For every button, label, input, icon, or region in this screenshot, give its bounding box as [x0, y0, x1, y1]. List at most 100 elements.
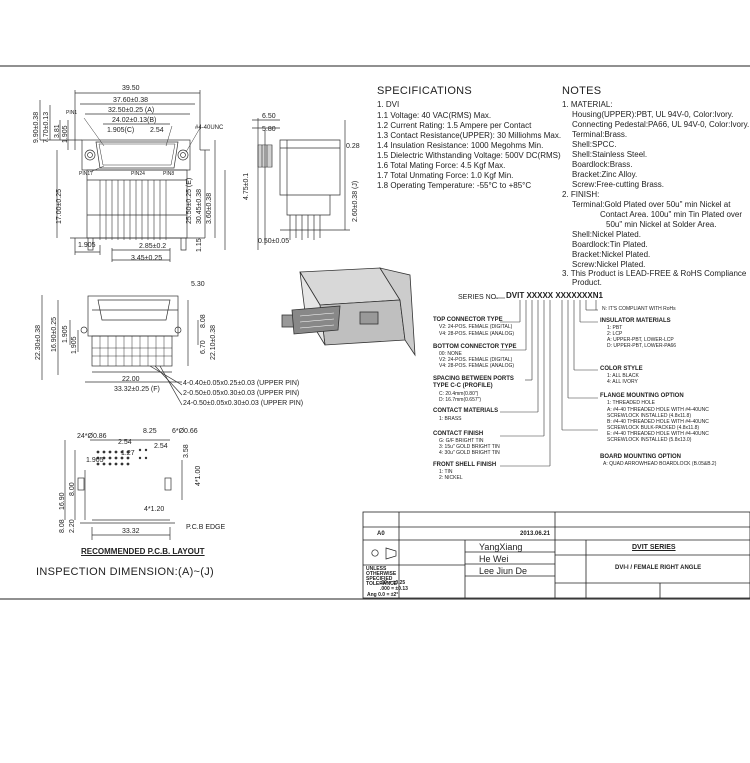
side-dim-6: 0.50±0.05 — [258, 238, 290, 245]
title-rev: A0 — [377, 531, 385, 537]
note-line: Contact Area. 100u" min Tin Plated over — [600, 210, 743, 219]
spec-line: 1.3 Contact Resistance(UPPER): 30 Millio… — [377, 131, 562, 140]
group-option: V4: 28-POS. FEMALE (ANALOG) — [439, 331, 515, 337]
group-title-bottom-connector: BOTTOM CONNECTOR TYPE — [433, 344, 517, 350]
note-line: Shell:SPCC. — [572, 140, 617, 149]
group-option: A: #4-40 THREADED HOLE WITH #4-40UNC SCR… — [607, 407, 709, 419]
note-line: Terminal:Gold Plated over 50u" min Nicke… — [572, 200, 731, 209]
dim-hole-spacing: 2.54 — [150, 127, 164, 134]
note-line: 50u" min Nickel at Solder Area. — [606, 220, 717, 229]
group-title-contact-materials: CONTACT MATERIALS — [433, 408, 499, 414]
group-title-spacing: SPACING BETWEEN PORTS TYPE C-C (PROFILE) — [433, 376, 514, 389]
pcb-dim-10: 16.90 — [59, 492, 66, 510]
note-line: Terminal:Brass. — [572, 130, 628, 139]
side-dim-5: 2.60±0.38 (J) — [352, 180, 359, 222]
group-title-top-connector: TOP CONNECTOR TYPE — [433, 317, 503, 323]
title-tol-2: .000 = ±0.13 — [380, 586, 408, 592]
front-right-2: 22.10±0.38 — [210, 325, 217, 360]
side-dim-2: 5.80 — [262, 126, 276, 133]
pcb-layout-title: RECOMMENDED P.C.B. LAYOUT — [81, 547, 205, 556]
title-date: 2013.06.21 — [520, 531, 551, 537]
group-option: 00: NONE — [439, 351, 462, 357]
note-line: Boardlock:Tin Plated. — [572, 240, 648, 249]
front-pins-1: 4-0.40±0.05x0.25±0.03 (UPPER PIN) — [183, 380, 300, 387]
dim-right-v2: 30.45±0.38 — [196, 189, 203, 224]
note-line: 1. MATERIAL: — [562, 100, 613, 109]
pcb-dim-5: 1.27 — [121, 450, 135, 457]
title-tol-1: .00 = ±0.25 — [380, 580, 406, 586]
dim-left-v1: 9.90±0.38 — [33, 111, 40, 143]
dim-flange-width: 37.60±0.38 — [113, 97, 148, 104]
title-approved: Lee Jiun De — [479, 566, 528, 576]
note-line: Bracket:Nickel Plated. — [572, 250, 651, 259]
dim-screw-span: 32.50±0.25 (A) — [108, 107, 155, 114]
spec-line: 1.4 Insulation Resistance: 1000 Megohms … — [377, 141, 544, 150]
note-line: Connecting Pedestal:PA66, UL 94V-0, Colo… — [572, 120, 750, 129]
group-option: V4: 28-POS. FEMALE (ANALOG) — [439, 363, 515, 369]
spec-line: 1. DVI — [377, 100, 400, 109]
spec-line: 1.1 Voltage: 40 VAC(RMS) Max. — [377, 111, 492, 120]
pcb-dim-4: 2.54 — [118, 439, 132, 446]
title-tolerance-header: UNLESS OTHERWISE SPECIFIED TOLERANCE — [366, 566, 398, 587]
side-view-drawing — [252, 118, 350, 250]
group-option: 1: TIN — [439, 469, 453, 475]
note-line: 2. FINISH: — [562, 190, 600, 199]
group-option: 1: PBT — [607, 325, 623, 331]
group-option: E: #4-40 THREADED HOLE WITH #4-40UNC SCR… — [607, 431, 709, 443]
spec-line: 1.7 Total Unmating Force: 1.0 Kgf Min. — [377, 171, 514, 180]
group-option: 2: NICKEL — [439, 475, 463, 481]
front-left-4: 1.905 — [71, 336, 78, 354]
top-view-drawing — [39, 90, 226, 262]
side-dim-4: 4.75±0.1 — [243, 172, 250, 200]
pcb-dim-11: 8.00 — [69, 482, 76, 496]
dim-right-v1: 25.50±0.25 (E) — [186, 177, 193, 224]
dim-bottom-1: 1.905 — [78, 242, 96, 249]
inspection-dimension: INSPECTION DIMENSION:(A)~(J) — [36, 566, 214, 578]
dim-bottom-2: 2.85±0.2 — [139, 243, 167, 250]
note-line: Screw:Nickel Plated. — [572, 260, 646, 269]
side-dim-3: 0.28 — [346, 143, 360, 150]
label-pin17: PIN17 — [79, 171, 93, 177]
pcb-dim-1: 24*Ø0.86 — [77, 433, 107, 440]
title-drawn: YangXiang — [479, 542, 523, 552]
group-option: 1: BRASS — [439, 416, 462, 422]
pcb-edge-label: P.C.B EDGE — [186, 524, 226, 531]
group-option: D: 16.7mm(0.657") — [439, 397, 482, 403]
front-left-1: 22.30±0.38 — [35, 325, 42, 360]
group-option: G: G/F BRIGHT TIN — [439, 438, 484, 444]
group-option: 2: LCP — [607, 331, 623, 337]
group-title-front-shell: FRONT SHELL FINISH — [433, 462, 497, 468]
pcb-dim-8: 1.905 — [86, 457, 104, 464]
front-pins-2: 2-0.50±0.05x0.30±0.03 (UPPER PIN) — [183, 390, 300, 397]
front-bottom-1: 22.00 — [122, 376, 140, 383]
group-option: 1: THREADED HOLE — [607, 400, 655, 406]
dim-pin-span: 24.02±0.13(B) — [112, 117, 157, 124]
label-screw: #4-40UNC — [195, 125, 224, 131]
specifications-title: SPECIFICATIONS — [377, 85, 473, 97]
title-block — [362, 511, 750, 599]
title-series: DVIT SERIES — [632, 544, 676, 551]
pcb-dim-9: 4*1.00 — [195, 465, 202, 486]
dim-left-v4: 1.905 — [62, 125, 69, 143]
part-number-tree — [495, 297, 598, 467]
note-line: Boardlock:Brass. — [572, 160, 633, 169]
dim-right-v4: 1.15 — [196, 238, 203, 252]
front-dim-1: 5.30 — [191, 281, 205, 288]
front-left-2: 16.90±0.25 — [51, 317, 58, 352]
front-pins-3: 24-0.50±0.05x0.30±0.03 (UPPER PIN) — [183, 400, 304, 407]
spec-line: 1.8 Operating Temperature: -55°C to +85°… — [377, 181, 532, 190]
pcb-dim-12: 8.08 — [59, 519, 66, 533]
front-right-1: 8.08 — [200, 314, 207, 328]
pcb-dim-15: 33.32 — [122, 528, 140, 535]
spec-line: 1.2 Current Rating: 1.5 Ampere per Conta… — [377, 121, 532, 130]
group-option: D: UPPER-PBT, LOWER-PA66 — [607, 343, 677, 349]
series-label: SERIES NO. — [458, 294, 499, 301]
part-number-code: DVIT XXXXX XXXXXXXN1 — [506, 291, 603, 300]
pcb-layout-drawing — [64, 439, 183, 540]
spec-line: 1.6 Total Mating Force: 4.5 Kgf Max. — [377, 161, 506, 170]
dim-left-v3: 3.81 — [54, 124, 61, 138]
label-pin8: PIN8 — [163, 171, 175, 177]
group-option: 1: ALL BLACK — [607, 373, 639, 379]
label-pin1: PIN1 — [66, 110, 78, 116]
